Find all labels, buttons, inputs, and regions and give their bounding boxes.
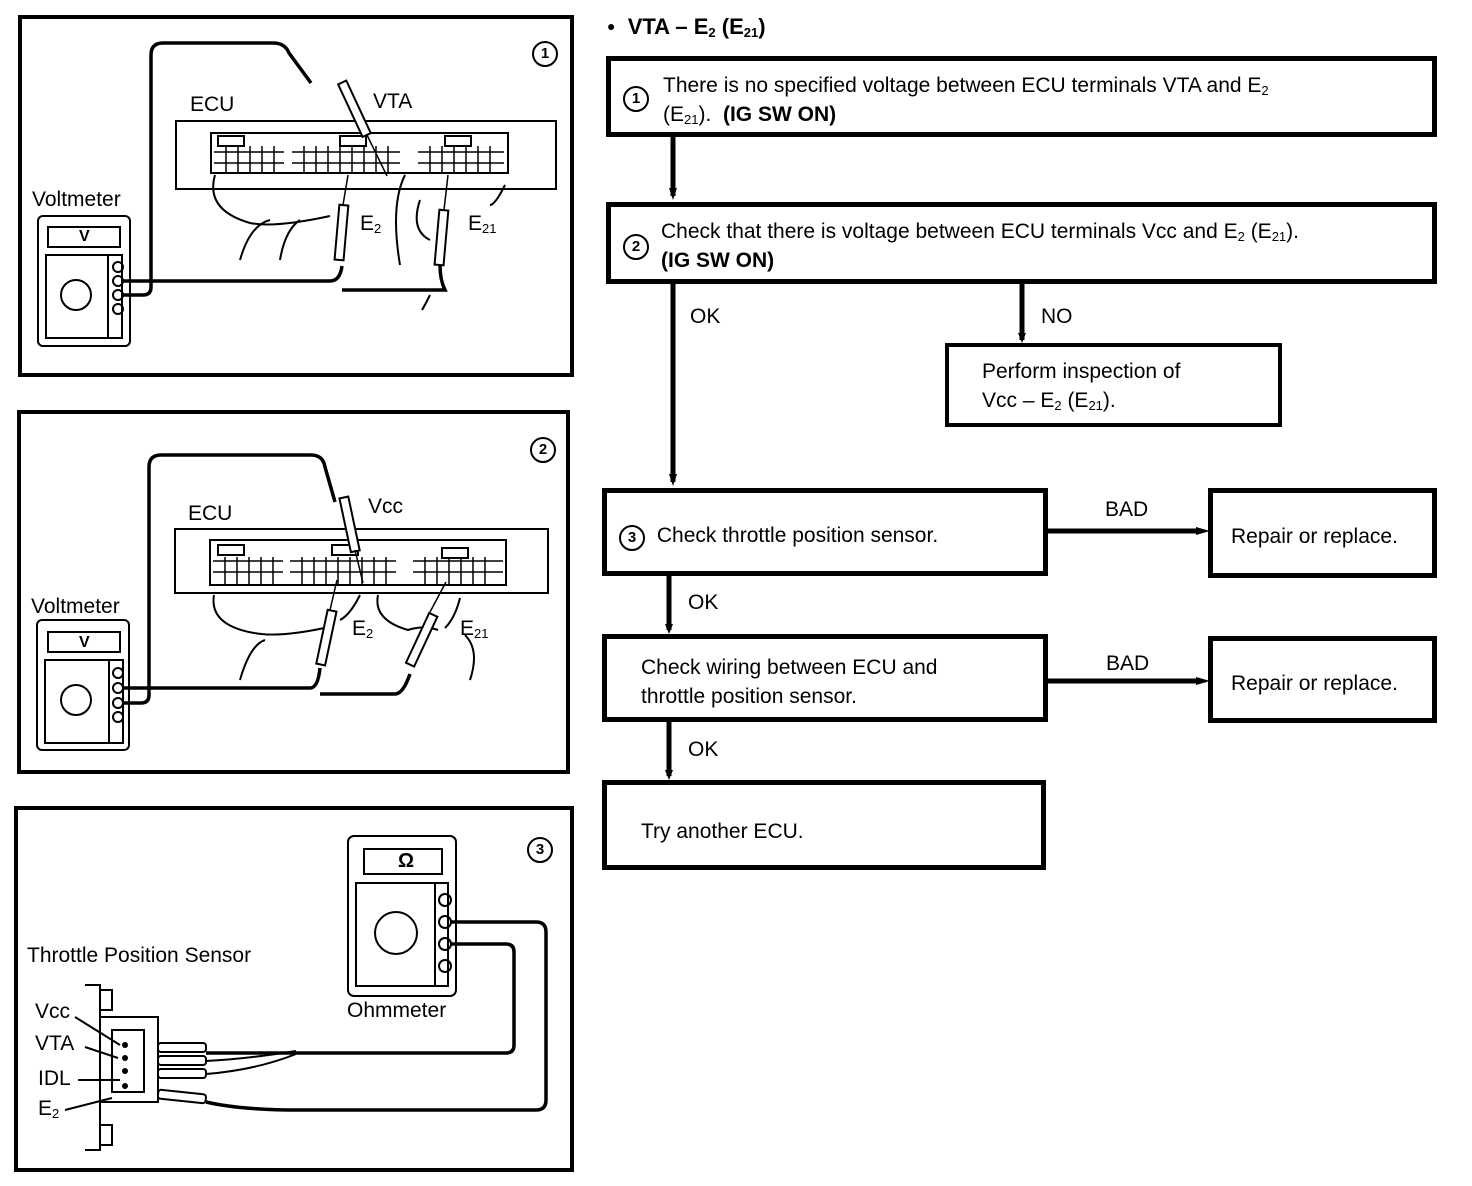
step-2-text: Check that there is voltage between ECU … xyxy=(661,220,1299,272)
diagram-1-number: 1 xyxy=(532,40,558,67)
probe-vta xyxy=(336,79,373,139)
ok-label-1: OK xyxy=(690,305,721,328)
probe-e21 xyxy=(404,611,439,668)
probe-e2 xyxy=(315,608,338,667)
ecu-connector-block xyxy=(210,132,509,174)
step-number-3: 3 xyxy=(619,525,645,551)
diagram-1-e21-label: E21 xyxy=(468,212,497,236)
pin-label-e2: E2 xyxy=(38,1097,60,1121)
probe-e2 xyxy=(333,203,350,262)
pin-label-idl: IDL xyxy=(38,1067,71,1090)
final-box: Try another ECU. xyxy=(602,780,1046,870)
repair-box-2: Repair or replace. xyxy=(1208,636,1437,723)
arrow-head-6 xyxy=(1196,677,1210,685)
pin-label-vcc: Vcc xyxy=(35,1000,71,1023)
ok-label-2: OK xyxy=(688,591,719,614)
arrow-head-7 xyxy=(665,770,673,780)
step-3-box: 3 Check throttle position sensor. xyxy=(602,488,1048,576)
arrow-head-4 xyxy=(1196,527,1210,535)
diagram-2-number: 2 xyxy=(530,436,556,463)
arrow-head-1 xyxy=(669,188,677,200)
bullet-icon: ● xyxy=(607,18,616,34)
diagram-1-voltmeter-label: Voltmeter xyxy=(32,188,121,211)
repair-box-1: Repair or replace. xyxy=(1208,488,1437,578)
step-2-box: 2 Check that there is voltage between EC… xyxy=(606,202,1437,284)
arrow-head-5 xyxy=(665,624,673,634)
diagram-2-vcc-label: Vcc xyxy=(368,495,404,518)
diagram-2-ecu-label: ECU xyxy=(188,502,233,525)
probe-tip-1 xyxy=(157,1042,207,1053)
diagram-1-panel xyxy=(18,15,574,377)
lead-wire-red xyxy=(123,41,313,297)
step-1-box: 1 There is no specified voltage between … xyxy=(606,56,1437,137)
lead-wire-black xyxy=(123,264,448,292)
probe-tip-4 xyxy=(156,1088,207,1105)
diagram-2-meter-display: V xyxy=(79,634,90,651)
ok-label-3: OK xyxy=(688,738,719,761)
probe-tip-3 xyxy=(157,1068,207,1079)
sensor-plate xyxy=(85,984,101,1151)
voltmeter-body xyxy=(36,619,130,751)
lead-wire-2 xyxy=(205,920,548,1112)
diagram-1-vta-label: VTA xyxy=(373,90,413,113)
diagram-1-e2-label: E2 xyxy=(360,212,382,236)
bad-label-2: BAD xyxy=(1106,652,1150,675)
diagram-1-ecu-label: ECU xyxy=(190,93,235,116)
diagram-3-ohmmeter-label: Ohmmeter xyxy=(347,999,447,1022)
ohmmeter-body xyxy=(347,835,457,997)
arrow-head-3 xyxy=(1018,333,1026,343)
diagram-1-meter-display: V xyxy=(79,228,90,245)
diagram-2-e21-label: E21 xyxy=(460,617,489,641)
diagram-3-sensor-label: Throttle Position Sensor xyxy=(27,944,252,967)
diagram-3-number: 3 xyxy=(527,836,553,863)
no-label: NO xyxy=(1041,305,1073,328)
lead-wire-1 xyxy=(206,942,516,1055)
wiring-check-box: Check wiring between ECU and throttle po… xyxy=(602,634,1048,722)
probe-e21 xyxy=(433,208,450,267)
ecu-body xyxy=(174,528,549,594)
arrow-head-2 xyxy=(669,474,677,486)
pin-label-vta: VTA xyxy=(35,1032,75,1055)
step-number-2: 2 xyxy=(623,234,649,260)
bad-label-1: BAD xyxy=(1105,498,1149,521)
lead-wire-red xyxy=(123,453,337,705)
diagram-2-e2-label: E2 xyxy=(352,617,374,641)
probe-tip-2 xyxy=(157,1055,207,1066)
diagram-3-meter-display: Ω xyxy=(398,850,415,872)
step-number-1: 1 xyxy=(623,86,649,112)
lead-wire-black xyxy=(123,667,412,696)
no-action-box: Perform inspection of Vcc – E2 (E21). xyxy=(945,343,1282,427)
section-heading: ● VTA – E2 (E21) xyxy=(607,14,766,40)
step-1-text: There is no specified voltage between EC… xyxy=(663,74,1269,127)
diagram-2-voltmeter-label: Voltmeter xyxy=(31,595,120,618)
